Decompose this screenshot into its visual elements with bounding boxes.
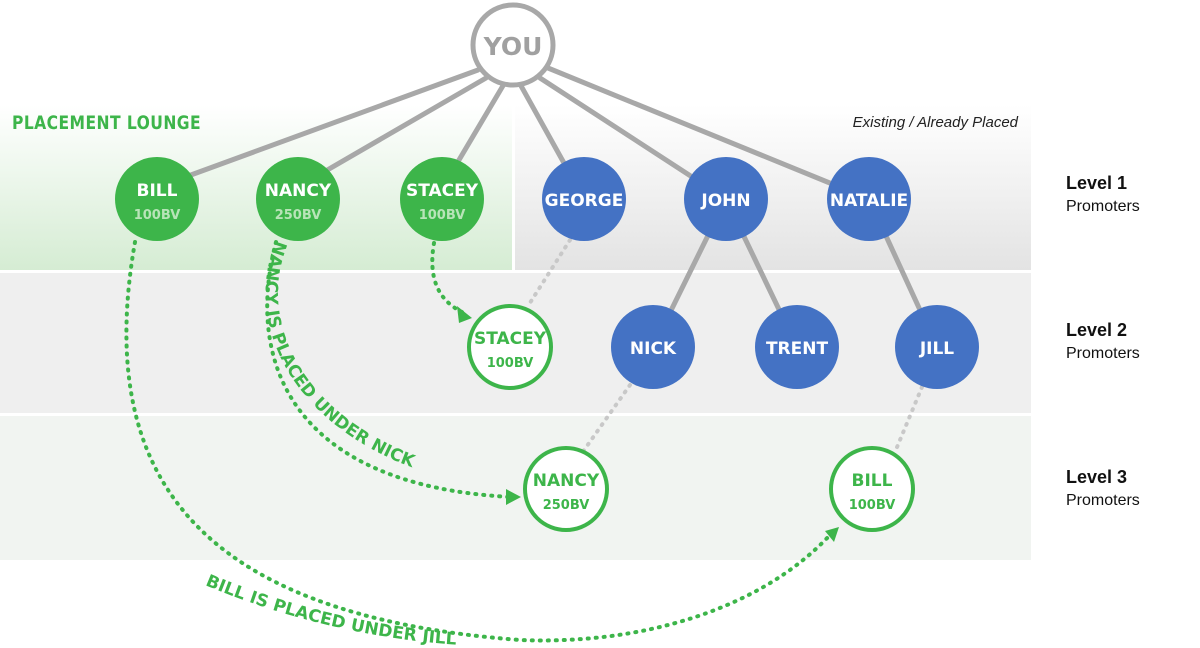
node-stacey-placed[interactable]: STACEY 100BV — [467, 304, 553, 390]
node-nancy-lounge[interactable]: NANCY 250BV — [256, 157, 340, 241]
level-1-subtitle: Promoters — [1066, 198, 1140, 215]
arrow-nancy-move — [265, 240, 512, 499]
node-john-label: JOHN — [700, 191, 750, 211]
node-george[interactable]: GEORGE — [542, 157, 626, 241]
node-bill-lounge[interactable]: BILL 100BV — [115, 157, 199, 241]
arrowhead-bill — [825, 527, 839, 542]
node-bill-placed[interactable]: BILL 100BV — [829, 446, 915, 532]
node-jill[interactable]: JILL — [895, 305, 979, 389]
node-stacey-name: STACEY — [406, 181, 479, 201]
node-stacey-placed-bv: 100BV — [487, 356, 534, 371]
node-bill-name: BILL — [137, 181, 178, 201]
nancy-move-annotation: NANCY IS PLACED UNDER NICK — [260, 238, 418, 472]
node-natalie-label: NATALIE — [830, 191, 908, 211]
node-nancy-name: NANCY — [265, 181, 332, 201]
level-3-subtitle: Promoters — [1066, 492, 1140, 509]
link-nick-nancy — [580, 383, 632, 455]
arrow-bill-move — [124, 240, 832, 643]
node-john[interactable]: JOHN — [684, 157, 768, 241]
node-nancy-bv: 250BV — [275, 208, 322, 223]
node-bill-placed-name: BILL — [852, 471, 893, 491]
placement-lounge-title: PLACEMENT LOUNGE — [12, 112, 202, 134]
node-nancy-placed-name: NANCY — [533, 471, 600, 491]
node-you[interactable]: YOU — [470, 2, 556, 88]
arrowhead-stacey — [457, 306, 472, 323]
level-2-title: Level 2 — [1066, 320, 1128, 340]
arrow-stacey-move — [430, 241, 464, 314]
edge-you-nancy — [295, 75, 489, 190]
node-stacey-placed-name: STACEY — [474, 329, 547, 349]
node-george-label: GEORGE — [545, 191, 624, 211]
edge-you-natalie — [545, 65, 872, 202]
node-nick[interactable]: NICK — [611, 305, 695, 389]
level-2-label: Level 2 Promoters — [1066, 320, 1140, 363]
node-natalie[interactable]: NATALIE — [827, 157, 911, 241]
node-you-label: YOU — [483, 32, 543, 61]
level-1-label: Level 1 Promoters — [1066, 173, 1140, 216]
level-3-label: Level 3 Promoters — [1066, 467, 1140, 510]
node-nick-label: NICK — [630, 339, 677, 359]
node-trent[interactable]: TRENT — [755, 305, 839, 389]
existing-section-label: Existing / Already Placed — [852, 114, 1018, 131]
edge-you-bill — [155, 67, 481, 190]
node-nancy-placed[interactable]: NANCY 250BV — [523, 446, 609, 532]
node-stacey-bv: 100BV — [419, 208, 466, 223]
link-george-stacey — [526, 238, 572, 308]
move-arrows — [124, 240, 832, 643]
node-stacey-lounge[interactable]: STACEY 100BV — [400, 157, 484, 241]
node-nancy-placed-bv: 250BV — [543, 498, 590, 513]
node-bill-placed-bv: 100BV — [849, 498, 896, 513]
arrow-heads — [457, 306, 839, 542]
node-bill-bv: 100BV — [134, 208, 181, 223]
link-jill-bill — [893, 385, 924, 454]
level-3-title: Level 3 — [1066, 467, 1128, 487]
arrowhead-nancy — [506, 489, 521, 505]
node-trent-label: TRENT — [766, 339, 829, 359]
level-1-title: Level 1 — [1066, 173, 1128, 193]
placement-links — [526, 238, 924, 455]
level-2-subtitle: Promoters — [1066, 345, 1140, 362]
node-jill-label: JILL — [919, 339, 954, 359]
bill-move-annotation: BILL IS PLACED UNDER JILL — [203, 571, 457, 648]
